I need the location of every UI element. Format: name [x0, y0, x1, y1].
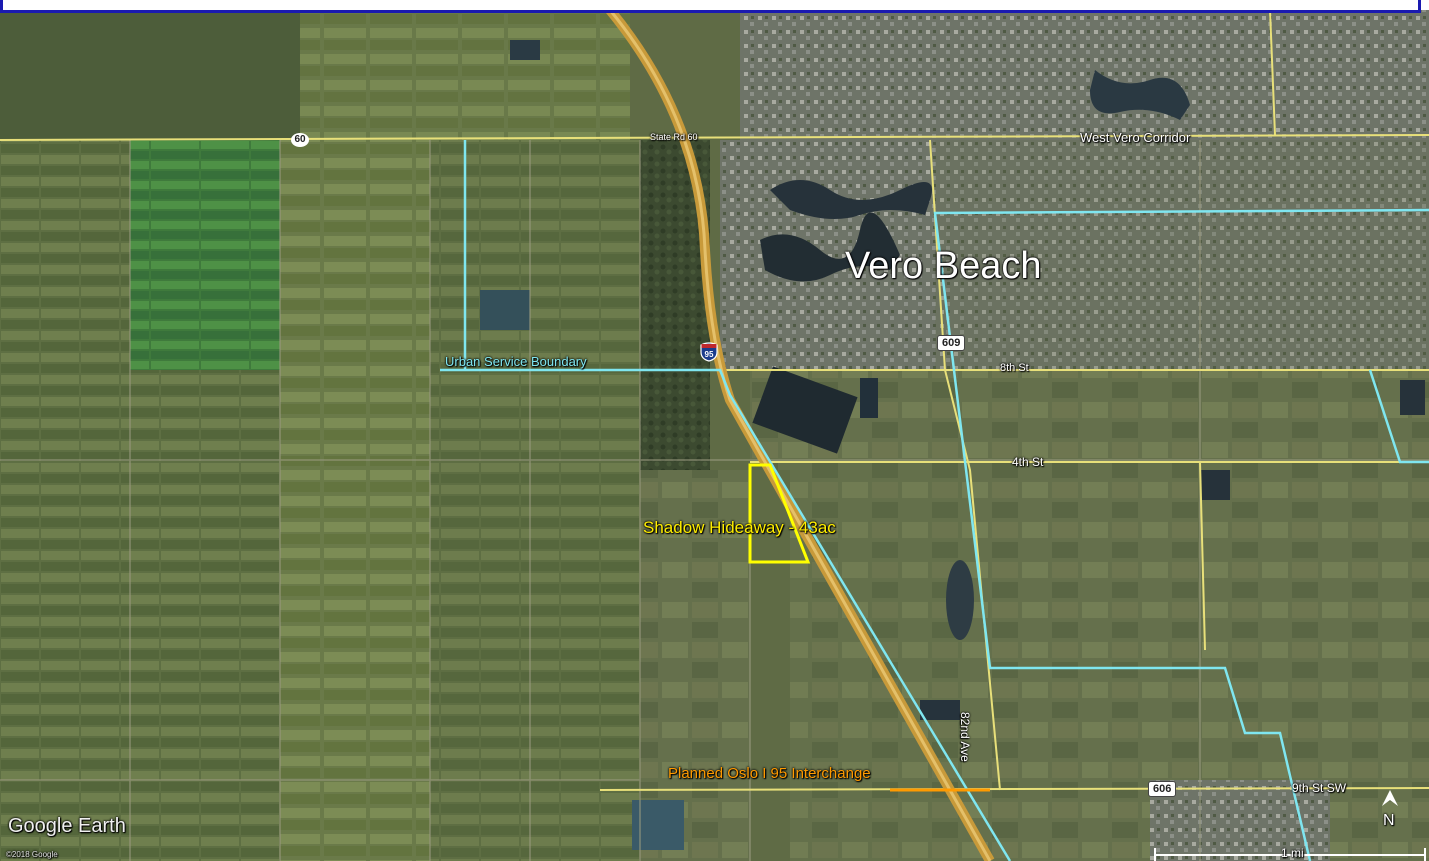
- street-label-4th: 4th St: [1012, 455, 1044, 469]
- street-label-8th: 8th St: [1000, 362, 1029, 374]
- city-label: Vero Beach: [845, 245, 1042, 287]
- i95-shield-icon: 95: [700, 342, 718, 362]
- copyright-text: ©2018 Google: [6, 850, 58, 859]
- street-label-9th-sw: 9th St SW: [1292, 781, 1347, 795]
- corridor-label: West Vero Corridor: [1080, 130, 1191, 145]
- urban-boundary-label: Urban Service Boundary: [445, 354, 587, 369]
- cr609-shield: 609: [937, 335, 966, 351]
- cr606-shield: 606: [1148, 781, 1177, 797]
- i95-shield-text: 95: [705, 350, 714, 359]
- property-outline: [748, 463, 811, 564]
- google-earth-logo: Google Earth: [8, 815, 126, 837]
- title-bar: [0, 0, 1421, 13]
- north-label: N: [1383, 812, 1395, 829]
- interchange-label: Planned Oslo I 95 Interchange: [668, 765, 871, 782]
- property-label: Shadow Hideaway - 43ac: [643, 518, 836, 537]
- sr60-shield: 60: [291, 133, 309, 147]
- street-label-sr60: State Rd 60: [650, 132, 698, 142]
- north-arrow-icon: [1382, 790, 1398, 806]
- street-label-82nd-ave: 82nd Ave: [958, 712, 972, 762]
- scale-label: 1 mi: [1281, 846, 1304, 860]
